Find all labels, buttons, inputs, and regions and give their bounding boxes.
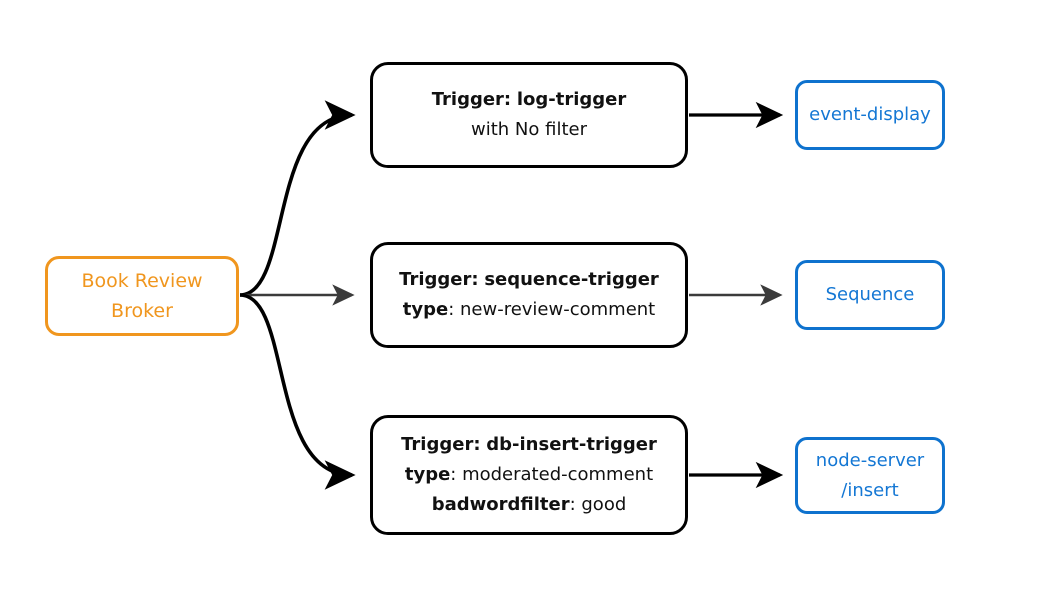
db-insert-trigger-line2: type: moderated-comment bbox=[405, 460, 653, 490]
node-sequence-trigger[interactable]: Trigger: sequence-trigger type: new-revi… bbox=[370, 242, 688, 348]
broker-label-line2: Broker bbox=[111, 300, 173, 322]
event-display-label: event-display bbox=[809, 104, 931, 125]
db-insert-trigger-line1-key: Trigger: bbox=[401, 434, 481, 455]
log-trigger-line1: Trigger: log-trigger bbox=[432, 85, 627, 115]
db-insert-trigger-line2-key: type bbox=[404, 464, 451, 485]
node-node-server-insert[interactable]: node-server /insert bbox=[795, 437, 945, 514]
sequence-trigger-line1-key: Trigger: bbox=[399, 269, 479, 290]
node-db-insert-trigger[interactable]: Trigger: db-insert-trigger type: moderat… bbox=[370, 415, 688, 535]
db-insert-trigger-line3-key: badwordfilter bbox=[431, 494, 570, 515]
node-event-display[interactable]: event-display bbox=[795, 80, 945, 150]
log-trigger-line2: with No filter bbox=[471, 115, 587, 145]
sequence-trigger-line1: Trigger: sequence-trigger bbox=[399, 265, 659, 295]
db-insert-trigger-line3: badwordfilter: good bbox=[432, 490, 627, 520]
node-server-label-line1: node-server bbox=[815, 449, 925, 471]
sequence-trigger-line2: type: new-review-comment bbox=[403, 295, 655, 325]
edge-broker-to-db-insert-trigger bbox=[239, 293, 356, 490]
node-server-label-line2: /insert bbox=[841, 479, 899, 501]
node-log-trigger[interactable]: Trigger: log-trigger with No filter bbox=[370, 62, 688, 168]
node-book-review-broker[interactable]: Book Review Broker bbox=[45, 256, 239, 336]
edge-broker-to-log-trigger bbox=[239, 100, 356, 297]
log-trigger-line2-value: No filter bbox=[514, 119, 587, 140]
db-insert-trigger-line3-value: : good bbox=[569, 494, 627, 515]
db-insert-trigger-line1: Trigger: db-insert-trigger bbox=[401, 430, 657, 460]
db-insert-trigger-line1-value: db-insert-trigger bbox=[486, 434, 657, 455]
log-trigger-line1-key: Trigger: bbox=[431, 89, 512, 110]
log-trigger-line2-key: with bbox=[470, 119, 510, 140]
sequence-trigger-line2-value: : new-review-comment bbox=[448, 299, 656, 320]
broker-label-line1: Book Review bbox=[81, 270, 203, 292]
sequence-trigger-line1-value: sequence-trigger bbox=[484, 269, 659, 290]
sequence-label: Sequence bbox=[825, 284, 915, 305]
log-trigger-line1-value: log-trigger bbox=[516, 89, 627, 110]
sequence-trigger-line2-key: type bbox=[402, 299, 449, 320]
node-sequence[interactable]: Sequence bbox=[795, 260, 945, 330]
db-insert-trigger-line2-value: : moderated-comment bbox=[450, 464, 654, 485]
